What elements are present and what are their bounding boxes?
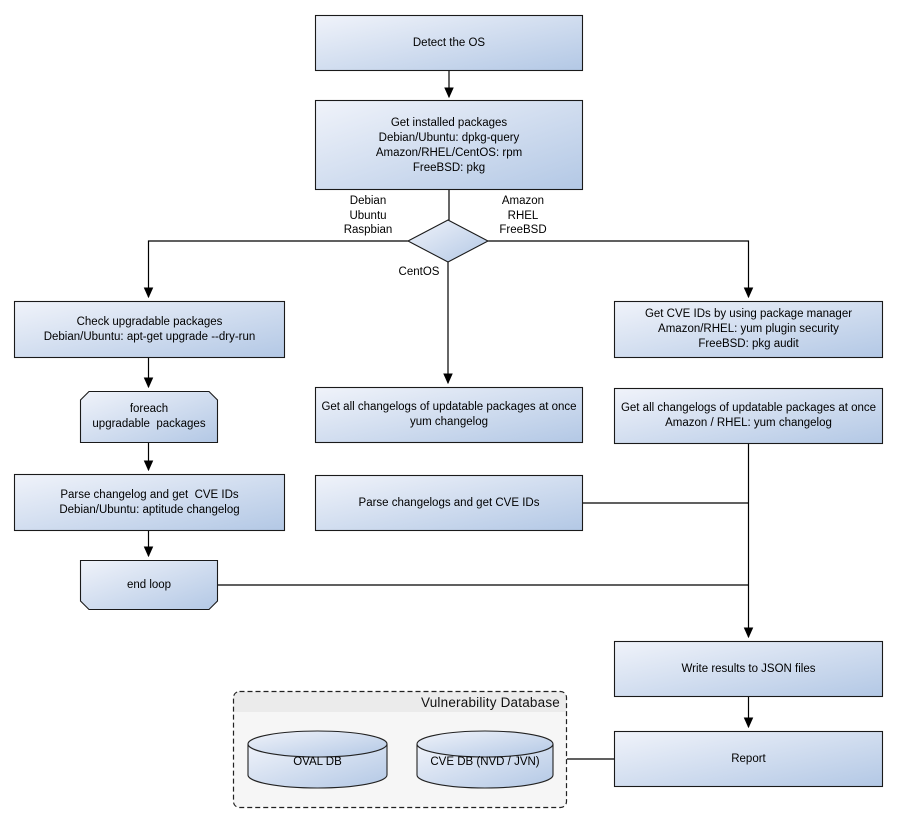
get-cve-ids-box <box>613 300 884 359</box>
get-changelogs-centos-box <box>314 386 584 444</box>
parse-changelogs-box <box>314 474 584 532</box>
db-container-dashed-border <box>232 690 568 809</box>
parse-changelog-box <box>13 473 286 532</box>
connector-group <box>143 71 754 760</box>
write-results-box <box>613 640 884 698</box>
end-loop-shape <box>79 559 219 611</box>
db-cylinder-group <box>247 730 554 789</box>
os-decision-diamond <box>406 219 490 263</box>
connector-decision-to-getcve <box>488 240 754 299</box>
get-installed-packages-box <box>314 99 584 191</box>
cve-db-cylinder-top <box>416 730 554 758</box>
report-box <box>613 730 884 788</box>
check-upgradable-box <box>13 300 286 359</box>
detect-os-box <box>314 14 584 72</box>
db-container-header-band <box>233 691 567 712</box>
node-group <box>13 14 884 788</box>
oval-db-cylinder-top <box>247 730 388 758</box>
foreach-loop-shape <box>79 390 219 444</box>
connector-decision-to-check <box>143 240 408 299</box>
get-changelogs-amazon-box <box>613 387 884 445</box>
